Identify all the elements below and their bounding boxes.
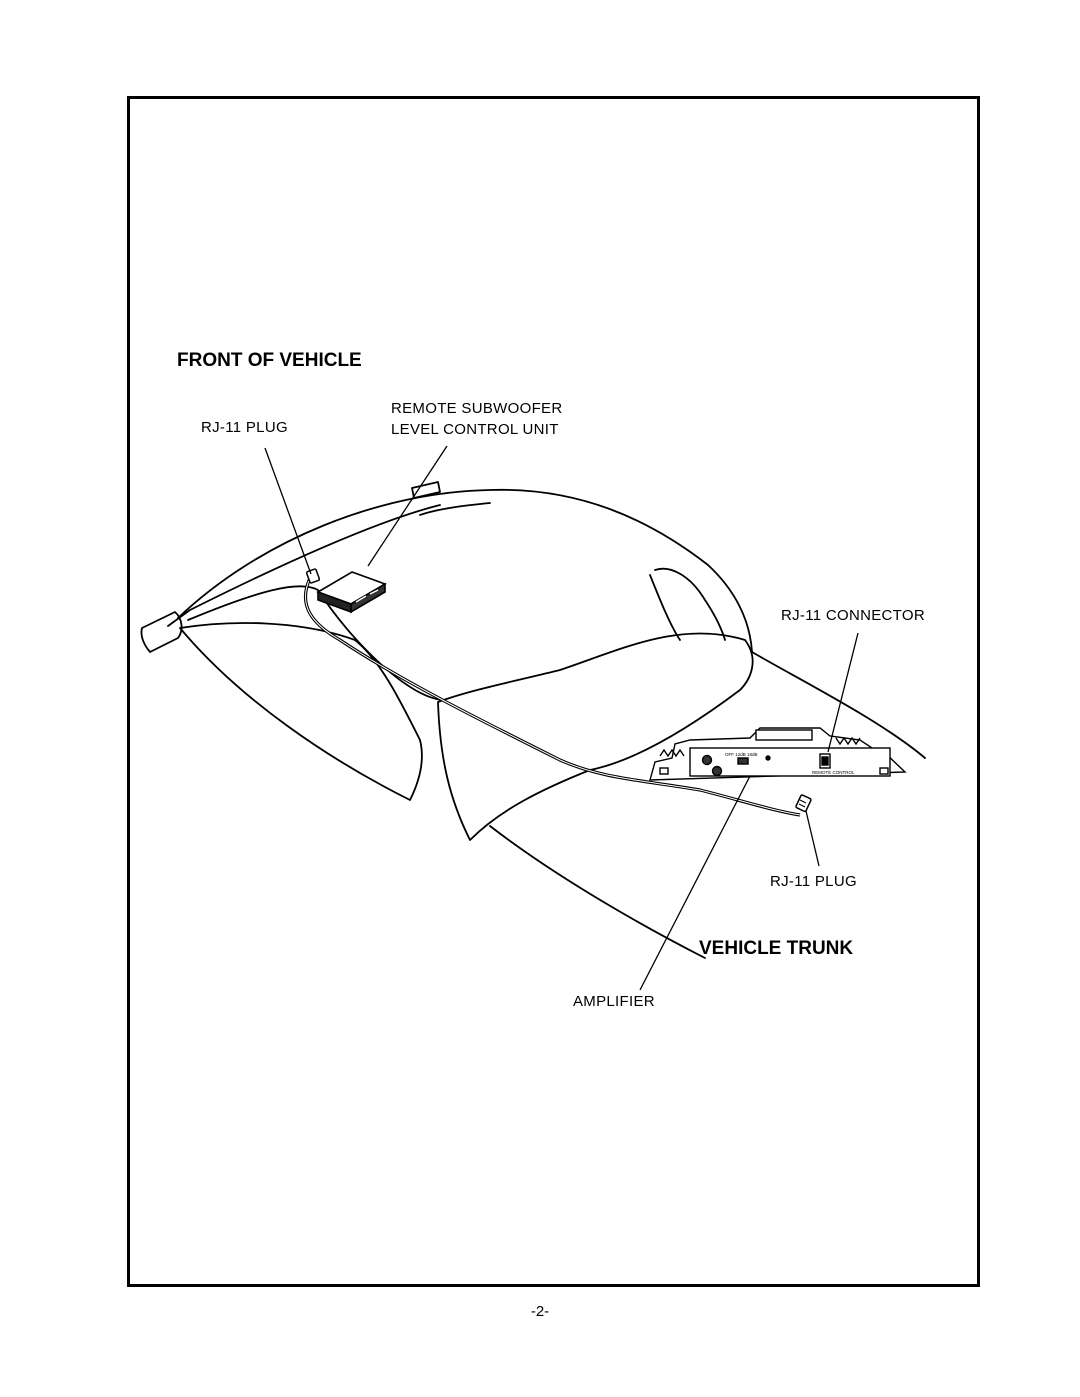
vehicle-trunk-heading: VEHICLE TRUNK <box>699 938 854 959</box>
rj11-connector-label: RJ-11 CONNECTOR <box>781 607 925 624</box>
trunk-front-line <box>489 825 706 959</box>
remote-unit-label-line1: REMOTE SUBWOOFER <box>391 400 563 417</box>
side-window-left <box>179 622 423 801</box>
rear-pillar-inner <box>649 574 681 641</box>
roof-vent-2 <box>419 502 491 516</box>
rj11-plug-rear-icon <box>795 794 812 813</box>
page-border <box>127 96 980 1287</box>
leader-rj11-plug-front <box>264 447 312 575</box>
front-of-vehicle-heading: FRONT OF VEHICLE <box>177 350 362 371</box>
amp-remote-text: REMOTE CONTROL <box>812 770 855 775</box>
roof-outline <box>177 488 753 653</box>
amplifier-icon <box>649 727 907 781</box>
leader-remote-unit <box>367 445 448 567</box>
windshield-top <box>167 504 441 627</box>
windshield-frame <box>187 585 446 701</box>
page-number: -2- <box>530 1303 550 1320</box>
rj11-plug-rear-label: RJ-11 PLUG <box>770 873 857 890</box>
leader-rj11-connector <box>827 632 859 753</box>
roof-vent <box>411 481 441 499</box>
rear-window <box>437 632 754 841</box>
leader-rj11-plug-rear <box>805 810 820 867</box>
amp-switch-text: OFF 12dB 18dB <box>725 752 758 757</box>
remote-control-unit-icon <box>316 571 387 614</box>
amplifier-label: AMPLIFIER <box>573 993 655 1010</box>
rear-pillar <box>654 567 726 641</box>
rj11-plug-front-label: RJ-11 PLUG <box>201 419 288 436</box>
side-mirror <box>140 611 183 653</box>
trunk-line <box>751 651 926 759</box>
remote-unit-label-line2: LEVEL CONTROL UNIT <box>391 421 559 438</box>
leader-amplifier <box>639 775 751 991</box>
rj11-cable <box>303 577 801 817</box>
